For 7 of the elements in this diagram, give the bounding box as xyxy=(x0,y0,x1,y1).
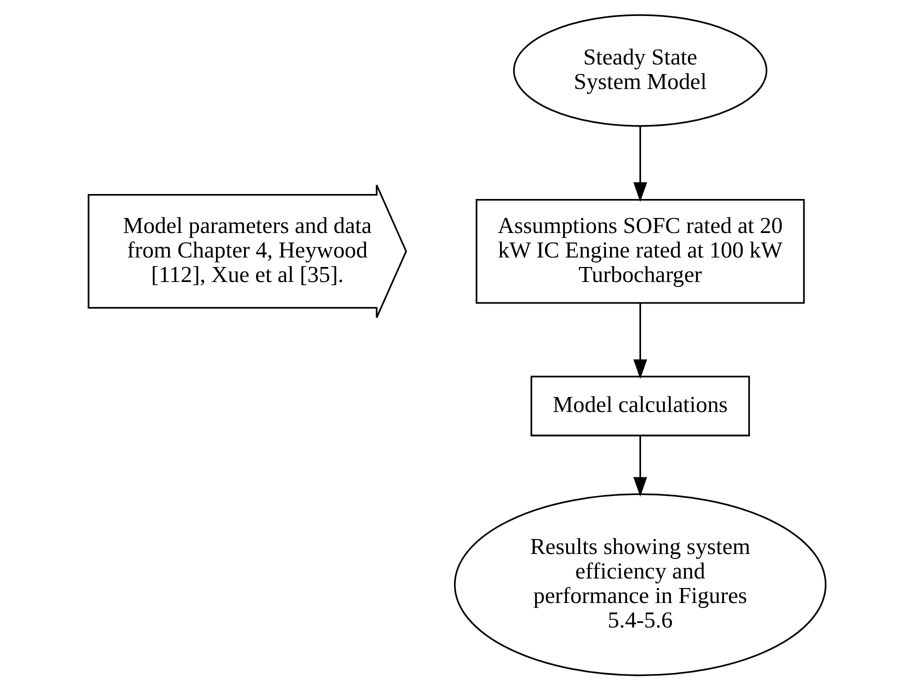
node-box: Assumptions SOFC rated at 20 kW IC Engine rated at 100 kW Turbocharger xyxy=(476,198,805,304)
arrow xyxy=(633,126,648,202)
arrow xyxy=(633,302,648,380)
node-ellipse: Steady State System Model xyxy=(513,14,768,127)
arrow xyxy=(633,436,648,497)
node-ellipse: Results showing system efficiency and performance in Figures 5.4-5.6 xyxy=(454,493,826,676)
node-box: Model calculations xyxy=(530,376,750,436)
